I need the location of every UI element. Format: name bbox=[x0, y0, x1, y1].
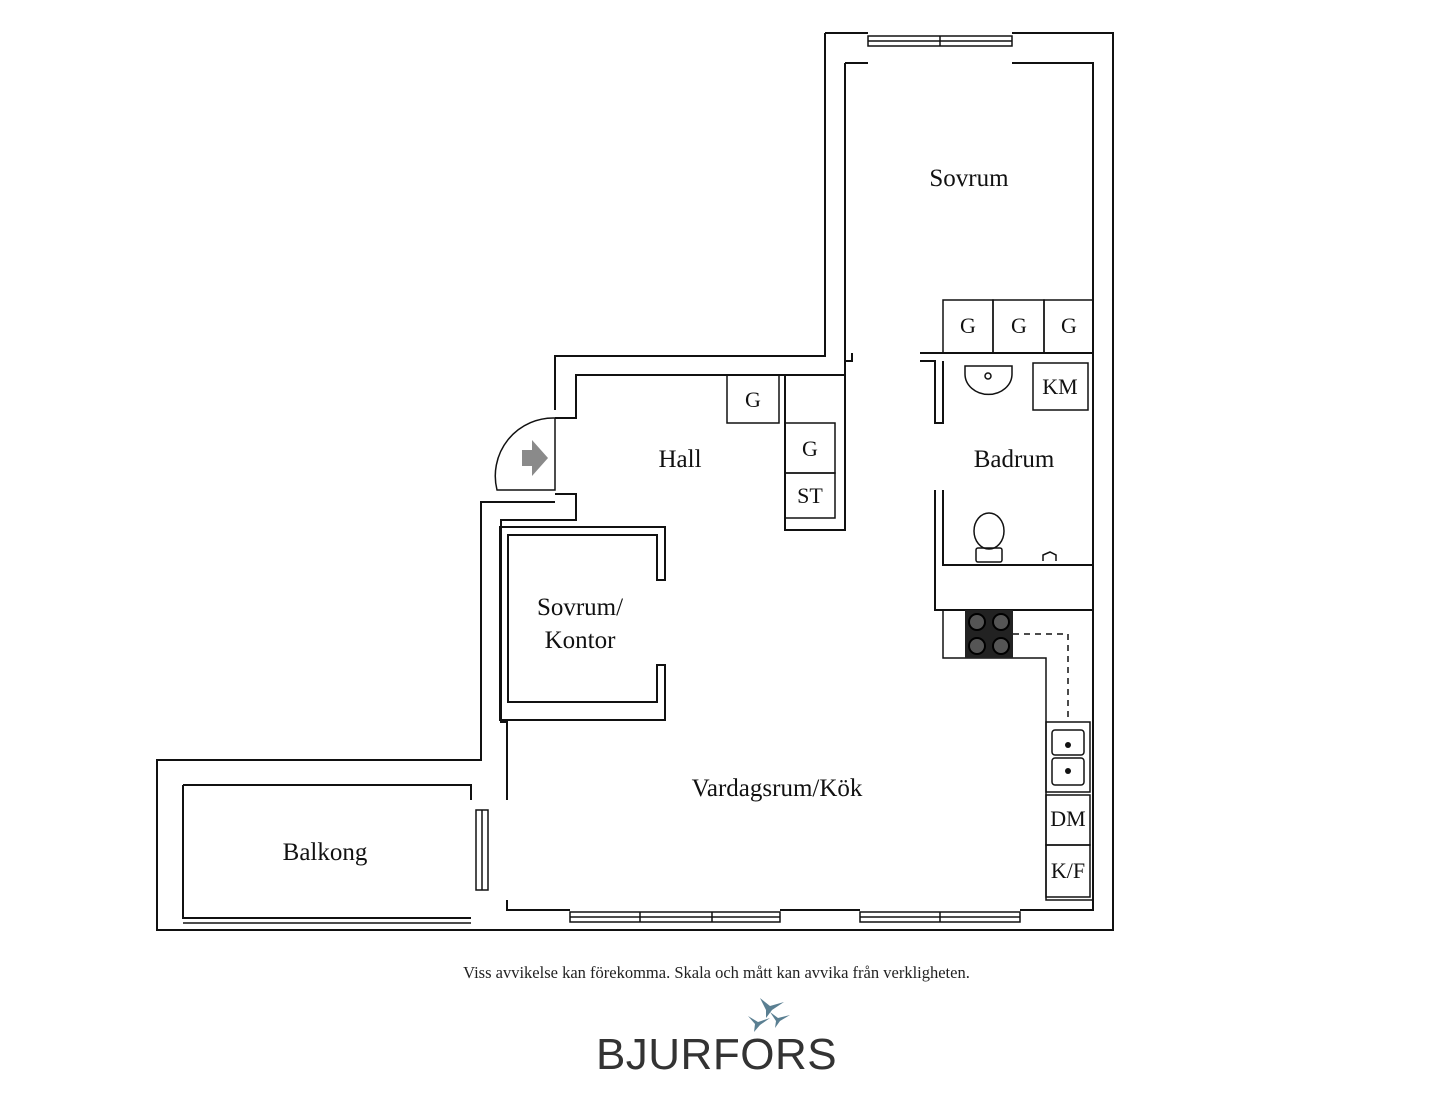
kitchen-counters bbox=[942, 610, 1093, 901]
entrance-arrow-icon bbox=[522, 440, 548, 476]
sink-drain-icon bbox=[1065, 768, 1071, 774]
wardrobe-label: G bbox=[960, 313, 976, 338]
windows bbox=[183, 35, 1021, 924]
room-label-hall: Hall bbox=[658, 446, 701, 473]
hall-storage bbox=[726, 374, 836, 519]
room-label-sovrum: Sovrum bbox=[929, 165, 1009, 192]
wardrobe-label: G bbox=[745, 387, 761, 412]
washer-label: KM bbox=[1042, 374, 1077, 399]
logo-text: BJURFORS bbox=[595, 1030, 838, 1079]
wardrobe-label: G bbox=[1011, 313, 1027, 338]
floor-plan: G G G G G ST KM DM bbox=[156, 32, 1114, 931]
room-label-balkong: Balkong bbox=[283, 839, 368, 866]
room-label-vardagsrum-kok: Vardagsrum/Kök bbox=[692, 775, 863, 802]
wardrobe-label: G bbox=[1061, 313, 1077, 338]
disclaimer-text: Viss avvikelse kan förekomma. Skala och … bbox=[463, 963, 970, 982]
bathroom-fixtures bbox=[964, 362, 1089, 563]
exterior-walls bbox=[156, 32, 1114, 931]
entry-door bbox=[494, 417, 556, 491]
dishwasher-label: DM bbox=[1050, 806, 1085, 831]
room-label-sovrum-kontor: Sovrum/ bbox=[537, 594, 623, 621]
room-label-badrum: Badrum bbox=[974, 446, 1055, 473]
fridge-freezer-label: K/F bbox=[1051, 858, 1085, 883]
storage-label: ST bbox=[797, 483, 823, 508]
sovrum-wardrobes bbox=[942, 299, 1094, 354]
stove-icon bbox=[965, 610, 1013, 658]
logo-birds-icon bbox=[748, 998, 790, 1032]
sink-drain-icon bbox=[1065, 742, 1071, 748]
room-label-sovrum-kontor: Kontor bbox=[545, 627, 617, 654]
wardrobe-label: G bbox=[802, 436, 818, 461]
